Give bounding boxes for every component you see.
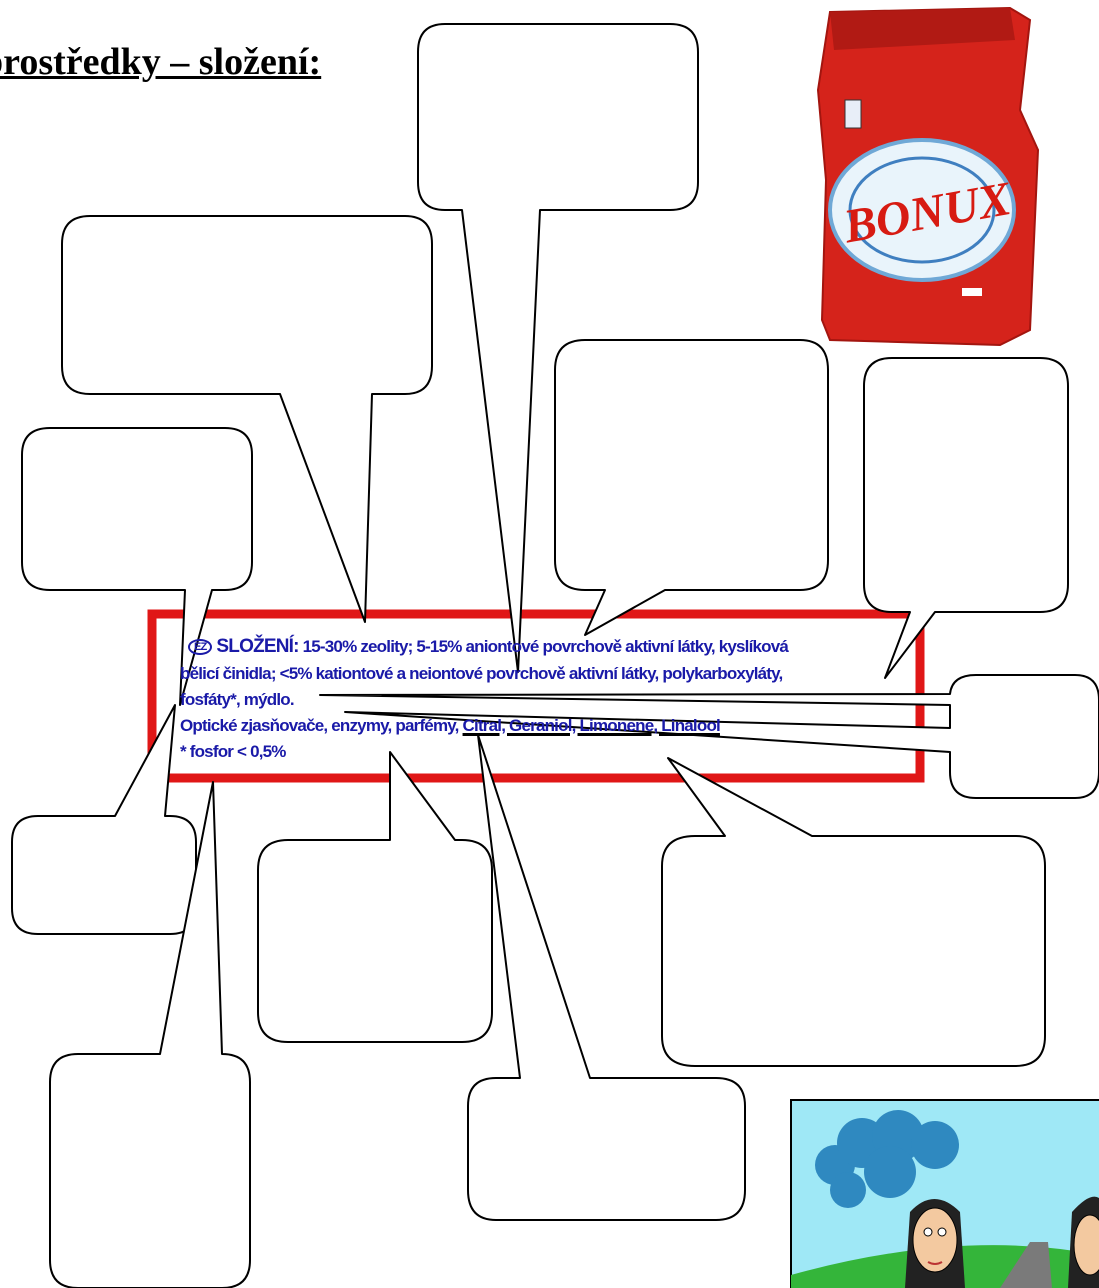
label-line-3: fosfáty*, mýdlo. bbox=[180, 690, 294, 710]
cartoon-woman-left bbox=[905, 1199, 965, 1288]
callout-balloon-lower-middle[interactable] bbox=[258, 752, 492, 1042]
label-text-line-1: 15-30% zeolity; 5-15% aniontové povrchov… bbox=[303, 637, 788, 656]
callout-balloon-lower-left[interactable] bbox=[12, 705, 196, 934]
label-line-5: * fosfor < 0,5% bbox=[180, 742, 286, 762]
label-text-line-5: * fosfor < 0,5% bbox=[180, 742, 286, 761]
label-text-line-2: bělicí činidla; <5% kationtové a neionto… bbox=[180, 664, 782, 683]
composition-heading: SLOŽENÍ: bbox=[216, 636, 298, 657]
label-line-1: EZ SLOŽENÍ: 15-30% zeolity; 5-15% aniont… bbox=[188, 636, 788, 658]
label-line-4: Optické zjasňovače, enzymy, parfémy, Cit… bbox=[180, 716, 720, 736]
label-text-line-4: Optické zjasňovače, enzymy, parfémy, bbox=[180, 716, 459, 735]
ez-mark-icon: EZ bbox=[188, 639, 212, 655]
label-text-line-3: fosfáty*, mýdlo. bbox=[180, 690, 294, 709]
fragrance-allergens-text: Citral, Geraniol, Limonene, Linalool bbox=[463, 716, 720, 735]
label-line-2: bělicí činidla; <5% kationtové a neionto… bbox=[180, 664, 782, 684]
callout-balloon-lower-right[interactable] bbox=[662, 758, 1045, 1066]
cartoon-illustration bbox=[791, 1100, 1099, 1288]
detergent-product-image: BONUX bbox=[818, 8, 1038, 345]
callout-balloon-mid-right[interactable] bbox=[555, 340, 828, 635]
